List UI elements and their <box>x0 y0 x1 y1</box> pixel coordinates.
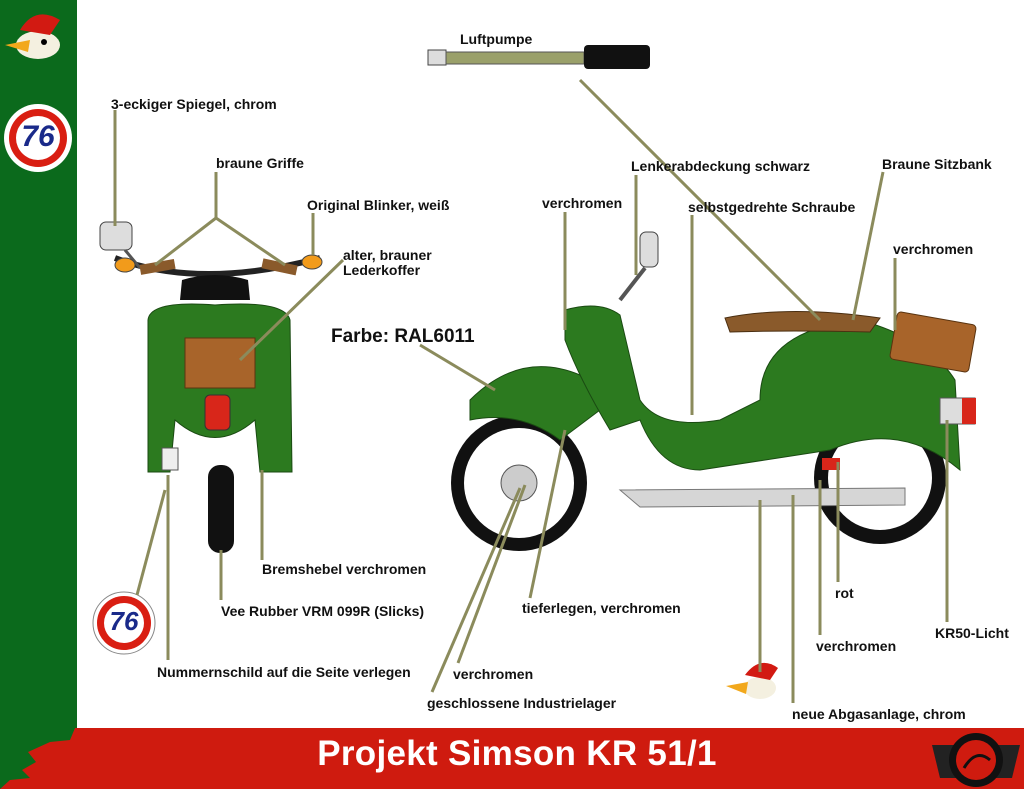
woodpecker-logo-icon <box>5 14 60 59</box>
76-badge-text-bottom: 76 <box>109 606 139 636</box>
76-badge-icon-top <box>4 104 72 172</box>
label-luftpumpe: Luftpumpe <box>460 31 533 47</box>
simson-logo-icon <box>932 733 1020 787</box>
label-reifen: Vee Rubber VRM 099R (Slicks) <box>221 603 425 619</box>
label-rot: rot <box>835 585 854 601</box>
label-lenkerabdeckung: Lenkerabdeckung schwarz <box>631 158 810 174</box>
label-tieferlegen: tieferlegen, verchromen <box>522 600 681 616</box>
label-kr50-licht: KR50-Licht <box>935 625 1009 641</box>
air-pump <box>427 45 650 69</box>
label-verchromen-2: verchromen <box>893 241 974 257</box>
label-verchromen-1: verchromen <box>542 195 623 211</box>
label-farbe: Farbe: RAL6011 <box>331 326 475 347</box>
label-griffe: braune Griffe <box>216 155 304 171</box>
leader-lines <box>113 78 949 703</box>
green-torn-edge <box>0 728 75 789</box>
page-title: Projekt Simson KR 51/1 <box>317 734 717 773</box>
76-badge-text-top: 76 <box>21 120 55 153</box>
label-abgasanlage: neue Abgasanlage, chrom <box>792 706 966 722</box>
label-verchromen-3: verchromen <box>453 666 534 682</box>
woodpecker-bottom-icon <box>726 662 778 699</box>
label-bremshebel: Bremshebel verchromen <box>262 561 427 577</box>
label-nummernschild: Nummernschild auf die Seite verlegen <box>157 664 411 680</box>
label-blinker: Original Blinker, weiß <box>307 197 450 213</box>
label-spiegel: 3-eckiger Spiegel, chrom <box>111 96 277 112</box>
scooter-side-view <box>451 231 977 551</box>
76-badge-icon-bottom <box>92 591 156 655</box>
label-koffer-line2: Lederkoffer <box>343 262 421 278</box>
scooter-front-view <box>99 221 323 553</box>
red-footer <box>0 728 1024 789</box>
label-sitzbank: Braune Sitzbank <box>882 156 992 172</box>
label-schraube: selbstgedrehte Schraube <box>688 199 856 215</box>
label-verchromen-4: verchromen <box>816 638 897 654</box>
label-industrielager: geschlossene Industrielager <box>427 695 617 711</box>
label-koffer-line1: alter, brauner <box>343 247 432 263</box>
